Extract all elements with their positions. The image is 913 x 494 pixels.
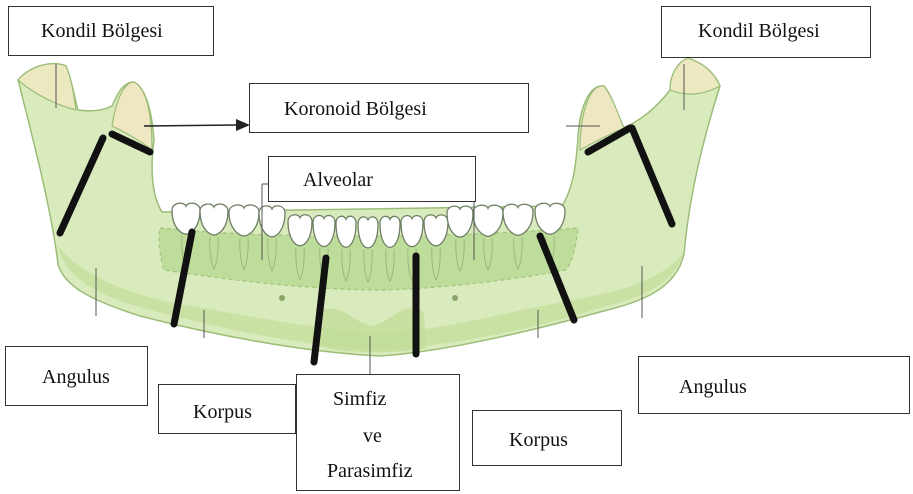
label-corpus-left-text: Korpus (193, 402, 252, 422)
label-corpus-left: Korpus (158, 384, 296, 434)
label-condyle-right-text: Kondil Bölgesi (698, 21, 820, 41)
coronoid-arrow-head (236, 119, 250, 131)
coronoid-arrow-line (144, 125, 238, 126)
label-symphysis-line3: Parasimfiz (327, 461, 413, 481)
label-alveolar: Alveolar (268, 156, 476, 202)
label-angulus-right-text: Angulus (679, 377, 747, 397)
label-coronoid: Koronoid Bölgesi (249, 83, 529, 133)
label-angulus-left-text: Angulus (42, 367, 110, 387)
label-symphysis: Simfiz ve Parasimfiz (296, 374, 460, 491)
label-angulus-left: Angulus (5, 346, 148, 406)
right-condyle (670, 58, 720, 94)
label-condyle-left: Kondil Bölgesi (8, 6, 214, 56)
label-symphysis-line2: ve (363, 426, 382, 446)
label-corpus-right: Korpus (472, 410, 622, 466)
label-alveolar-text: Alveolar (303, 170, 373, 190)
left-mental-foramen (279, 295, 285, 301)
label-coronoid-text: Koronoid Bölgesi (284, 99, 427, 119)
label-angulus-right: Angulus (638, 356, 910, 414)
label-symphysis-line1: Simfiz (333, 389, 386, 409)
label-corpus-right-text: Korpus (509, 430, 568, 450)
label-condyle-right: Kondil Bölgesi (661, 6, 871, 58)
label-condyle-left-text: Kondil Bölgesi (41, 21, 163, 41)
right-mental-foramen (452, 295, 458, 301)
